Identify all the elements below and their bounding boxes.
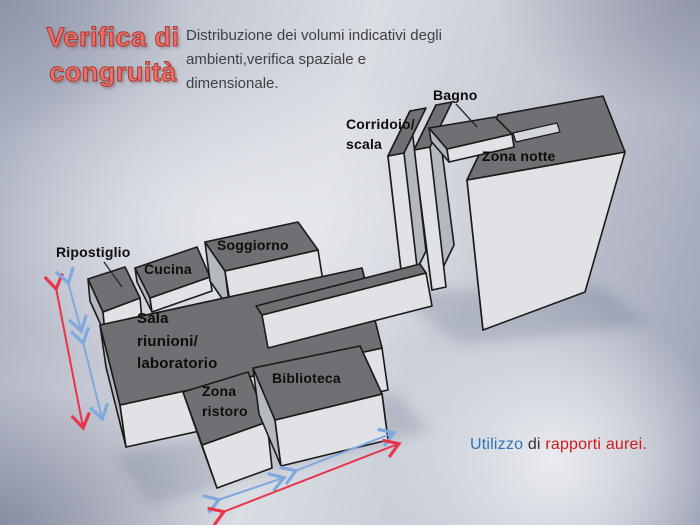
- biblioteca-box: [252, 345, 389, 467]
- width-arrow-red: [207, 438, 402, 525]
- footer-utilizzo: Utilizzo: [470, 436, 524, 453]
- corridoio-scala-tower-left: [387, 107, 427, 297]
- label-cucina: Cucina: [144, 261, 192, 277]
- height-arrow-blue-2: [70, 326, 110, 422]
- slide-title: Verifica di congruità: [46, 22, 180, 88]
- footer-note: Utilizzo di rapporti aurei.: [470, 436, 647, 454]
- label-sala-riunioni: Sala riunioni/ laboratorio: [137, 310, 218, 372]
- label-zona-notte: Zona notte: [482, 148, 556, 164]
- tower-left-top-face: [387, 107, 427, 157]
- zona-notte-box: [466, 95, 626, 331]
- soggiorno-top-face: [204, 221, 319, 272]
- cucina-box: [134, 246, 213, 313]
- height-arrow-blue-1: [54, 266, 88, 334]
- zona-notte-notch-wall: [512, 122, 561, 143]
- label-bagno: Bagno: [433, 87, 478, 103]
- bagno-top-face: [428, 116, 513, 150]
- tower-right-top-face: [413, 101, 453, 151]
- label-soggiorno: Soggiorno: [217, 237, 289, 253]
- ripostiglio-leader-line: [103, 261, 123, 288]
- label-corridoio-scala: Corridoio/ scala: [346, 116, 415, 153]
- corridoio-scala-tower-right: [413, 101, 455, 291]
- slide-description: Distribuzione dei volumi indicativi degl…: [186, 27, 442, 92]
- footer-di: di: [523, 436, 546, 453]
- bagno-box: [428, 116, 515, 163]
- bagno-leader-line: [455, 103, 478, 128]
- height-arrow-red: [43, 272, 91, 431]
- label-biblioteca: Biblioteca: [272, 370, 341, 386]
- bridge-top-face: [255, 263, 427, 316]
- label-ripostiglio: Ripostiglio: [56, 244, 131, 260]
- bridge-volume: [255, 263, 433, 349]
- biblioteca-top-face: [252, 345, 383, 421]
- footer-rapporti-aurei: rapporti aurei.: [545, 436, 648, 453]
- ripostiglio-top-face: [87, 266, 141, 313]
- label-zona-ristoro: Zona ristoro: [202, 383, 248, 420]
